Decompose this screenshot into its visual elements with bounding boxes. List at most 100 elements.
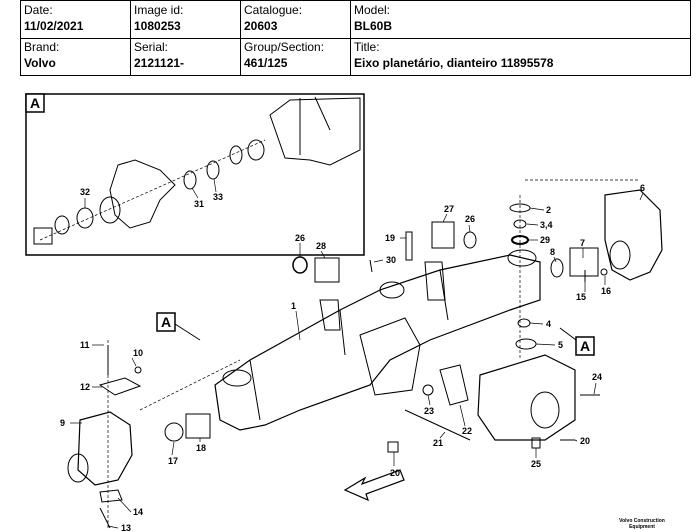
- ref-line-left: [174, 323, 201, 341]
- axle-ribs: [249, 269, 449, 421]
- right-knuckle-group: [525, 179, 663, 282]
- inset-ring: [54, 215, 70, 235]
- group-section-cell: Group/Section: 461/125: [241, 38, 351, 75]
- inset-knuckle: [109, 159, 176, 229]
- group-section-label: Group/Section:: [244, 40, 325, 54]
- callout-8: 8: [550, 247, 555, 257]
- inset-knuckle-shaft: [99, 196, 121, 224]
- differential-flange: [359, 317, 421, 396]
- ref-label-right: A: [580, 338, 590, 354]
- callout-1: 1: [291, 301, 296, 311]
- ref-marker-left: A: [156, 312, 201, 341]
- planetary-housing: [477, 354, 576, 441]
- callout-19: 19: [385, 233, 395, 243]
- axle-mount-left: [319, 299, 341, 331]
- inset-bushing: [247, 139, 265, 161]
- image-id-cell: Image id: 1080253: [131, 1, 241, 38]
- part-23-bolt: [422, 384, 434, 396]
- inset-ring-31: [183, 170, 197, 190]
- ref-line-right: [559, 327, 577, 341]
- ref-marker-right: A: [559, 327, 595, 356]
- callout-14: 14: [133, 507, 143, 517]
- callout-10: 10: [133, 348, 143, 358]
- callout-7: 7: [580, 238, 585, 248]
- inset-detail-a: A: [25, 93, 365, 256]
- brand-label: Brand:: [24, 40, 60, 54]
- brand-mark-line-1: Volvo Construction: [619, 518, 665, 524]
- part-30-bolt: [369, 259, 373, 273]
- part-13-bolt: [99, 507, 111, 529]
- inset-ring-1: [229, 145, 243, 165]
- part-20-bolt-lower: [387, 441, 399, 453]
- axle-bore: [379, 281, 405, 299]
- image-id-value: 1080253: [134, 19, 181, 33]
- serial-cell: Serial: 2121121-: [131, 38, 241, 75]
- part-9-knuckle: [77, 411, 133, 486]
- knuckle-hub: [67, 453, 89, 483]
- parts-diagram: A: [25, 93, 663, 532]
- part-12-plate: [98, 377, 142, 396]
- callout-24: 24: [592, 372, 602, 382]
- callout-12: 12: [80, 382, 90, 392]
- axle-body: [214, 254, 541, 431]
- date-cell: Date: 11/02/2021: [21, 1, 131, 38]
- direction-arrow: [343, 469, 405, 502]
- model-cell: Model: BL60B: [351, 1, 692, 38]
- inset-frame: [25, 93, 365, 256]
- callout-16: 16: [601, 286, 611, 296]
- housing-bore: [530, 391, 560, 429]
- inset-centerline: [39, 139, 266, 241]
- header-table: Date: 11/02/2021 Image id: 1080253 Catal…: [20, 0, 691, 76]
- ref-label-left: A: [161, 314, 171, 330]
- knuckle-bore: [609, 240, 631, 270]
- part-18-bushing: [185, 413, 211, 439]
- title-cell: Title: Eixo planetário, dianteiro 118955…: [351, 38, 692, 75]
- planetary-housing-group: [387, 354, 600, 453]
- part-5-washer: [515, 338, 537, 350]
- callout-22: 22: [462, 426, 472, 436]
- callout-33: 33: [213, 192, 223, 202]
- catalogue-label: Catalogue:: [244, 3, 303, 17]
- inset-seal-32: [76, 207, 94, 229]
- title-label: Title:: [354, 40, 380, 54]
- header-row-1: Date: 11/02/2021 Image id: 1080253 Catal…: [21, 1, 690, 39]
- ref-box-left: [156, 312, 176, 332]
- model-value: BL60B: [354, 19, 393, 33]
- part-7-bushing: [569, 247, 599, 277]
- image-id-label: Image id:: [134, 3, 184, 17]
- callout-15: 15: [576, 292, 586, 302]
- part-16-washer: [600, 268, 608, 276]
- part-6-knuckle: [604, 189, 663, 281]
- callout-28: 28: [316, 241, 326, 251]
- header-row-2: Brand: Volvo Serial: 2121121- Group/Sect…: [21, 38, 690, 75]
- brand-mark-line-2: Equipment: [629, 524, 655, 530]
- title-value: Eixo planetário, dianteiro 11895578: [354, 56, 554, 70]
- callout-6: 6: [640, 183, 645, 193]
- left-knuckle-group: [67, 340, 241, 530]
- part-26-seal-left: [292, 256, 308, 274]
- callout-25: 25: [531, 459, 541, 469]
- callout-30: 30: [386, 255, 396, 265]
- callout-26-right: 26: [465, 214, 475, 224]
- callout-9: 9: [60, 418, 65, 428]
- callout-13: 13: [121, 523, 131, 532]
- part-19-pin: [405, 231, 413, 261]
- brand-value: Volvo: [24, 56, 56, 70]
- callout-2: 2: [546, 205, 551, 215]
- serial-value: 2121121-: [134, 56, 185, 70]
- axle-right-end-top: [507, 249, 537, 267]
- callout-26-left: 26: [295, 233, 305, 243]
- callout-18: 18: [196, 443, 206, 453]
- callout-4: 4: [546, 319, 551, 329]
- right-parts-stack: [431, 195, 537, 360]
- callout-5: 5: [558, 340, 563, 350]
- model-label: Model:: [354, 3, 391, 17]
- inset-ring-33: [206, 160, 220, 180]
- part-17-seal: [164, 422, 184, 442]
- part-8-seal: [550, 258, 564, 278]
- part-28-bushing: [314, 257, 340, 283]
- axle-mount-right: [424, 261, 446, 301]
- inset-bushing-small: [33, 227, 53, 245]
- callout-numbers: 1 2 3,4 4 5 6 7 8 9 10 11 12 13 14 15 16…: [60, 183, 645, 532]
- catalogue-value: 20603: [244, 19, 278, 33]
